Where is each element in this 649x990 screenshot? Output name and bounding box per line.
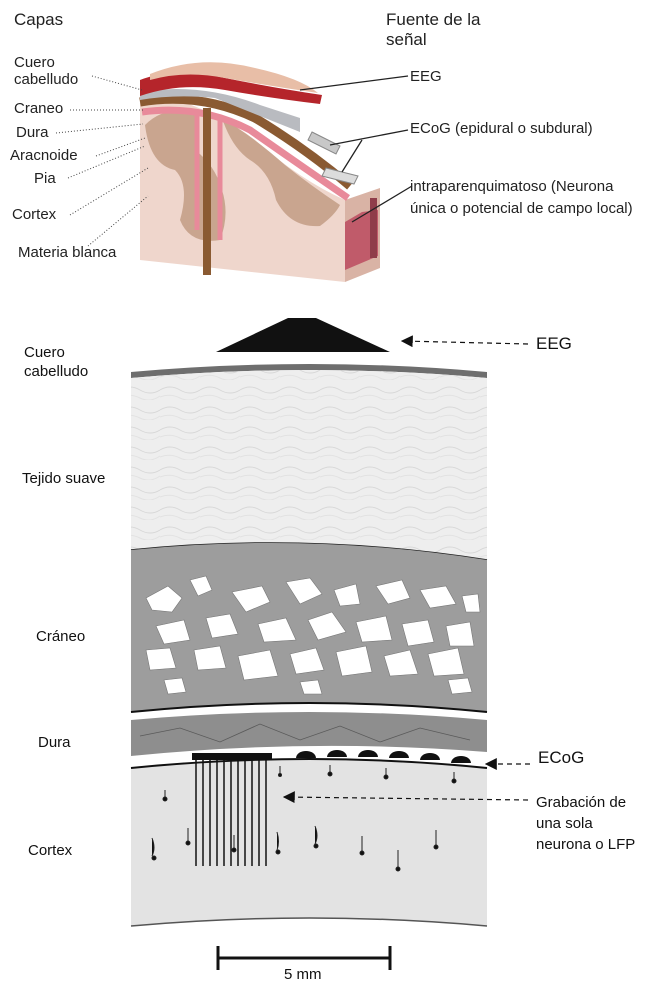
label-cortex-bottom: Cortex — [28, 842, 72, 859]
leader-arachnoid — [96, 138, 145, 156]
leader-cortex — [70, 168, 148, 215]
label-dura-bottom: Dura — [38, 734, 71, 751]
scale-bar-label: 5 mm — [284, 966, 322, 983]
eeg-electrode-shape — [216, 318, 390, 352]
label-cortex: Cortex — [12, 206, 56, 223]
layers-heading: Capas — [14, 10, 63, 30]
signal-source-heading: Fuente de la señal — [386, 10, 506, 49]
label-ecog-bottom: ECoG — [538, 748, 584, 768]
leader-ecog-a — [330, 130, 408, 145]
cortex-region — [131, 759, 487, 926]
label-soft-tissue: Tejido suave — [22, 470, 105, 487]
leader-eeg — [300, 76, 408, 90]
label-arachnoid: Aracnoide — [10, 147, 78, 164]
soft-tissue-texture — [131, 370, 487, 560]
ecog-plate-1 — [308, 132, 340, 154]
label-scalp-bottom: Cuero cabelludo — [24, 344, 114, 382]
label-skull: Craneo — [14, 100, 63, 117]
label-intraparenchymal: intraparenquimatoso (Neurona única o pot… — [410, 176, 638, 220]
label-eeg-bottom: EEG — [536, 334, 572, 354]
label-single-neuron: Grabación de una sola neurona o LFP — [536, 792, 642, 855]
label-ecog-top: ECoG (epidural o subdural) — [410, 120, 593, 137]
brain-section-illustration — [140, 62, 380, 282]
eeg-electrode — [216, 318, 390, 352]
label-pia: Pia — [34, 170, 56, 187]
leader-white-matter — [88, 196, 148, 246]
leader-dura — [56, 124, 143, 133]
ecog-top-name: ECoG — [410, 120, 451, 137]
label-dura: Dura — [16, 124, 49, 141]
label-eeg-top: EEG — [410, 68, 442, 85]
array-base — [192, 753, 272, 760]
dura-region — [131, 712, 487, 756]
leader-pia — [68, 146, 145, 178]
label-bone: Cráneo — [36, 628, 85, 645]
ecog-top-note: (epidural o subdural) — [455, 120, 593, 137]
label-scalp: Cuero cabelludo — [14, 54, 104, 89]
label-white-matter: Materia blanca — [18, 244, 116, 261]
leader-ecog-b — [342, 140, 362, 172]
arrow-eeg — [402, 341, 528, 344]
